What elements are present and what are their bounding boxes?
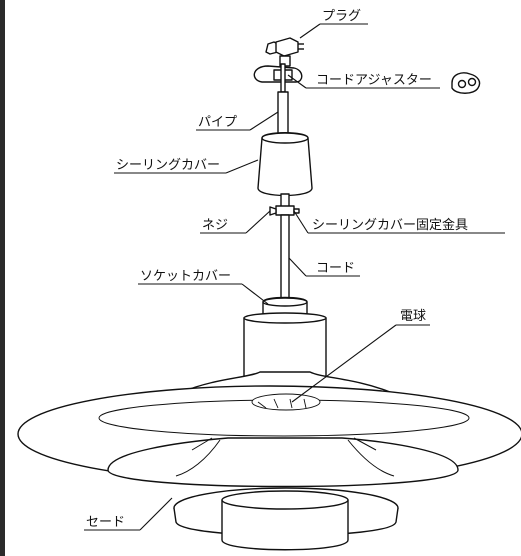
cord-label: コード: [316, 261, 355, 276]
ceiling-cover-bracket-label: シーリングカバー固定金具: [312, 217, 468, 233]
plug-drawing: [265, 37, 304, 67]
pipe-drawing: [277, 91, 289, 135]
cord-drawing: [280, 214, 290, 300]
plug-leader: [299, 23, 368, 39]
bulb-leader: [291, 324, 430, 403]
screw-label: ネジ: [202, 218, 228, 233]
cord-adjuster-leader: [287, 74, 440, 89]
left-border-bar: [0, 0, 5, 556]
socket-cover-leader: [138, 283, 269, 305]
socket-body-drawing: [243, 312, 327, 381]
plug-label: プラグ: [322, 9, 361, 24]
ceiling-cover-label: シーリングカバー: [116, 158, 220, 173]
pipe-leader: [196, 111, 279, 131]
ceiling-cover-drawing: [257, 132, 313, 197]
screw-leader: [200, 210, 271, 234]
cord-adjuster-label: コードアジャスター: [316, 73, 432, 88]
cord-adjuster-icon: [451, 72, 481, 94]
shade-label: セード: [86, 515, 125, 530]
lower-shade-drawing: [107, 437, 459, 488]
bulb-label: 電球: [400, 309, 426, 324]
bracket-leader: [293, 210, 505, 234]
bulb-drawing: [251, 393, 321, 411]
pipe-label: パイプ: [198, 115, 237, 130]
cord-adjuster-drawing: [253, 63, 303, 93]
cord-leader: [288, 257, 360, 277]
bracket-drawing: [269, 205, 300, 216]
ceiling-cover-leader: [114, 159, 259, 174]
socket-cover-label: ソケットカバー: [140, 269, 231, 284]
diffuser-cylinder-drawing: [221, 490, 349, 551]
shade-leader: [84, 497, 173, 531]
